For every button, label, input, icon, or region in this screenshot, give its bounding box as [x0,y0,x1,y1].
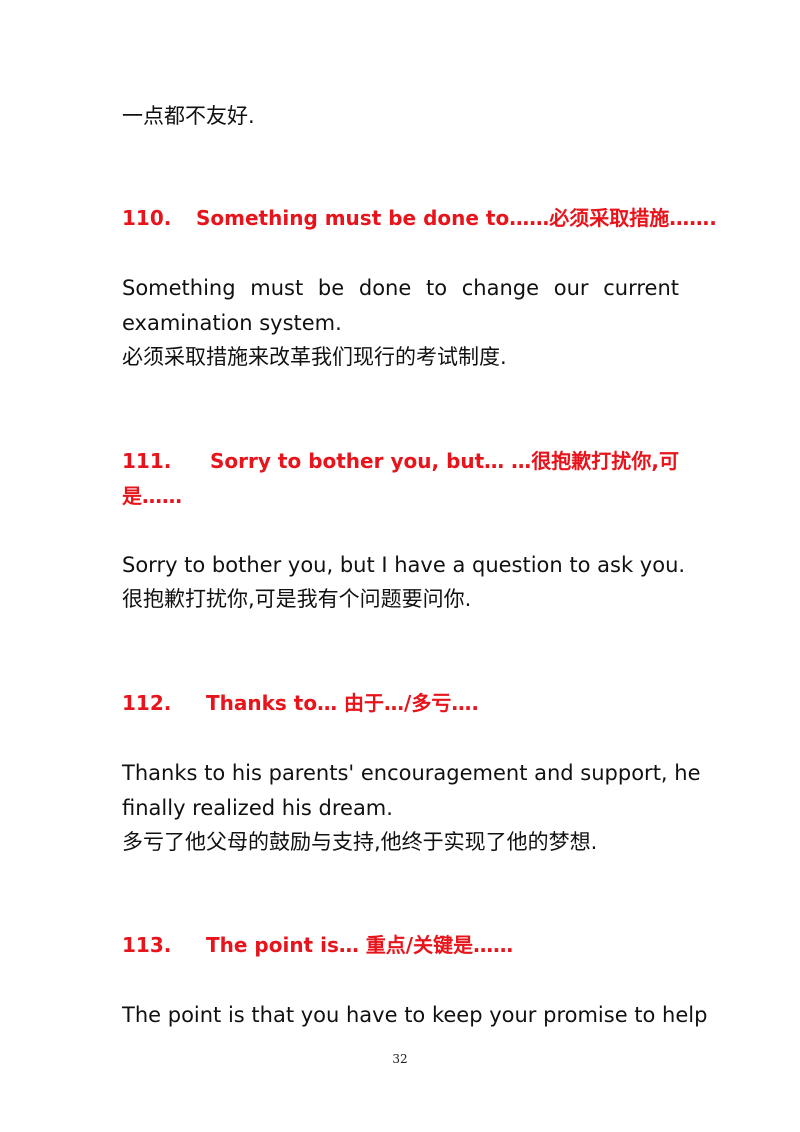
entry-number: 111. [122,449,172,473]
example-en-line: Sorry to bother you, but I have a questi… [122,553,686,577]
entry-number: 110. [122,206,172,230]
example-en-line: Thanks to his parents' encouragement and… [122,761,701,785]
entry-heading-112: 112. Thanks to… 由于…/多亏…. [122,689,679,717]
example-en-line: The point is that you have to keep your … [122,1003,708,1027]
example-zh-line: 必须采取措施来改革我们现行的考试制度. [122,345,507,369]
entry-heading-110: 110. Something must be done to……必须采取措施……. [122,204,717,232]
entry-title-continuation: 是…… [122,484,182,508]
entry-title: Sorry to bother you, but… …很抱歉打扰你,可 [210,449,679,473]
example-en-line: Something must be done to change our cur… [122,276,679,300]
example-zh-line: 很抱歉打扰你,可是我有个问题要问你. [122,587,472,611]
example-en-line: examination system. [122,311,342,335]
entry-title: The point is… 重点/关键是…… [206,933,514,957]
top-fragment: 一点都不友好. [122,104,255,128]
entry-heading-111: 111. Sorry to bother you, but… …很抱歉打扰你,可 [122,447,679,475]
entry-number: 113. [122,933,172,957]
entry-number: 112. [122,691,172,715]
entry-title: Thanks to… 由于…/多亏…. [206,691,479,715]
example-zh-line: 多亏了他父母的鼓励与支持,他终于实现了他的梦想. [122,830,598,854]
entry-title: Something must be done to……必须采取措施……. [196,206,717,230]
entry-heading-113: 113. The point is… 重点/关键是…… [122,931,679,959]
page-number: 32 [392,1052,408,1066]
example-en-line: finally realized his dream. [122,796,393,820]
